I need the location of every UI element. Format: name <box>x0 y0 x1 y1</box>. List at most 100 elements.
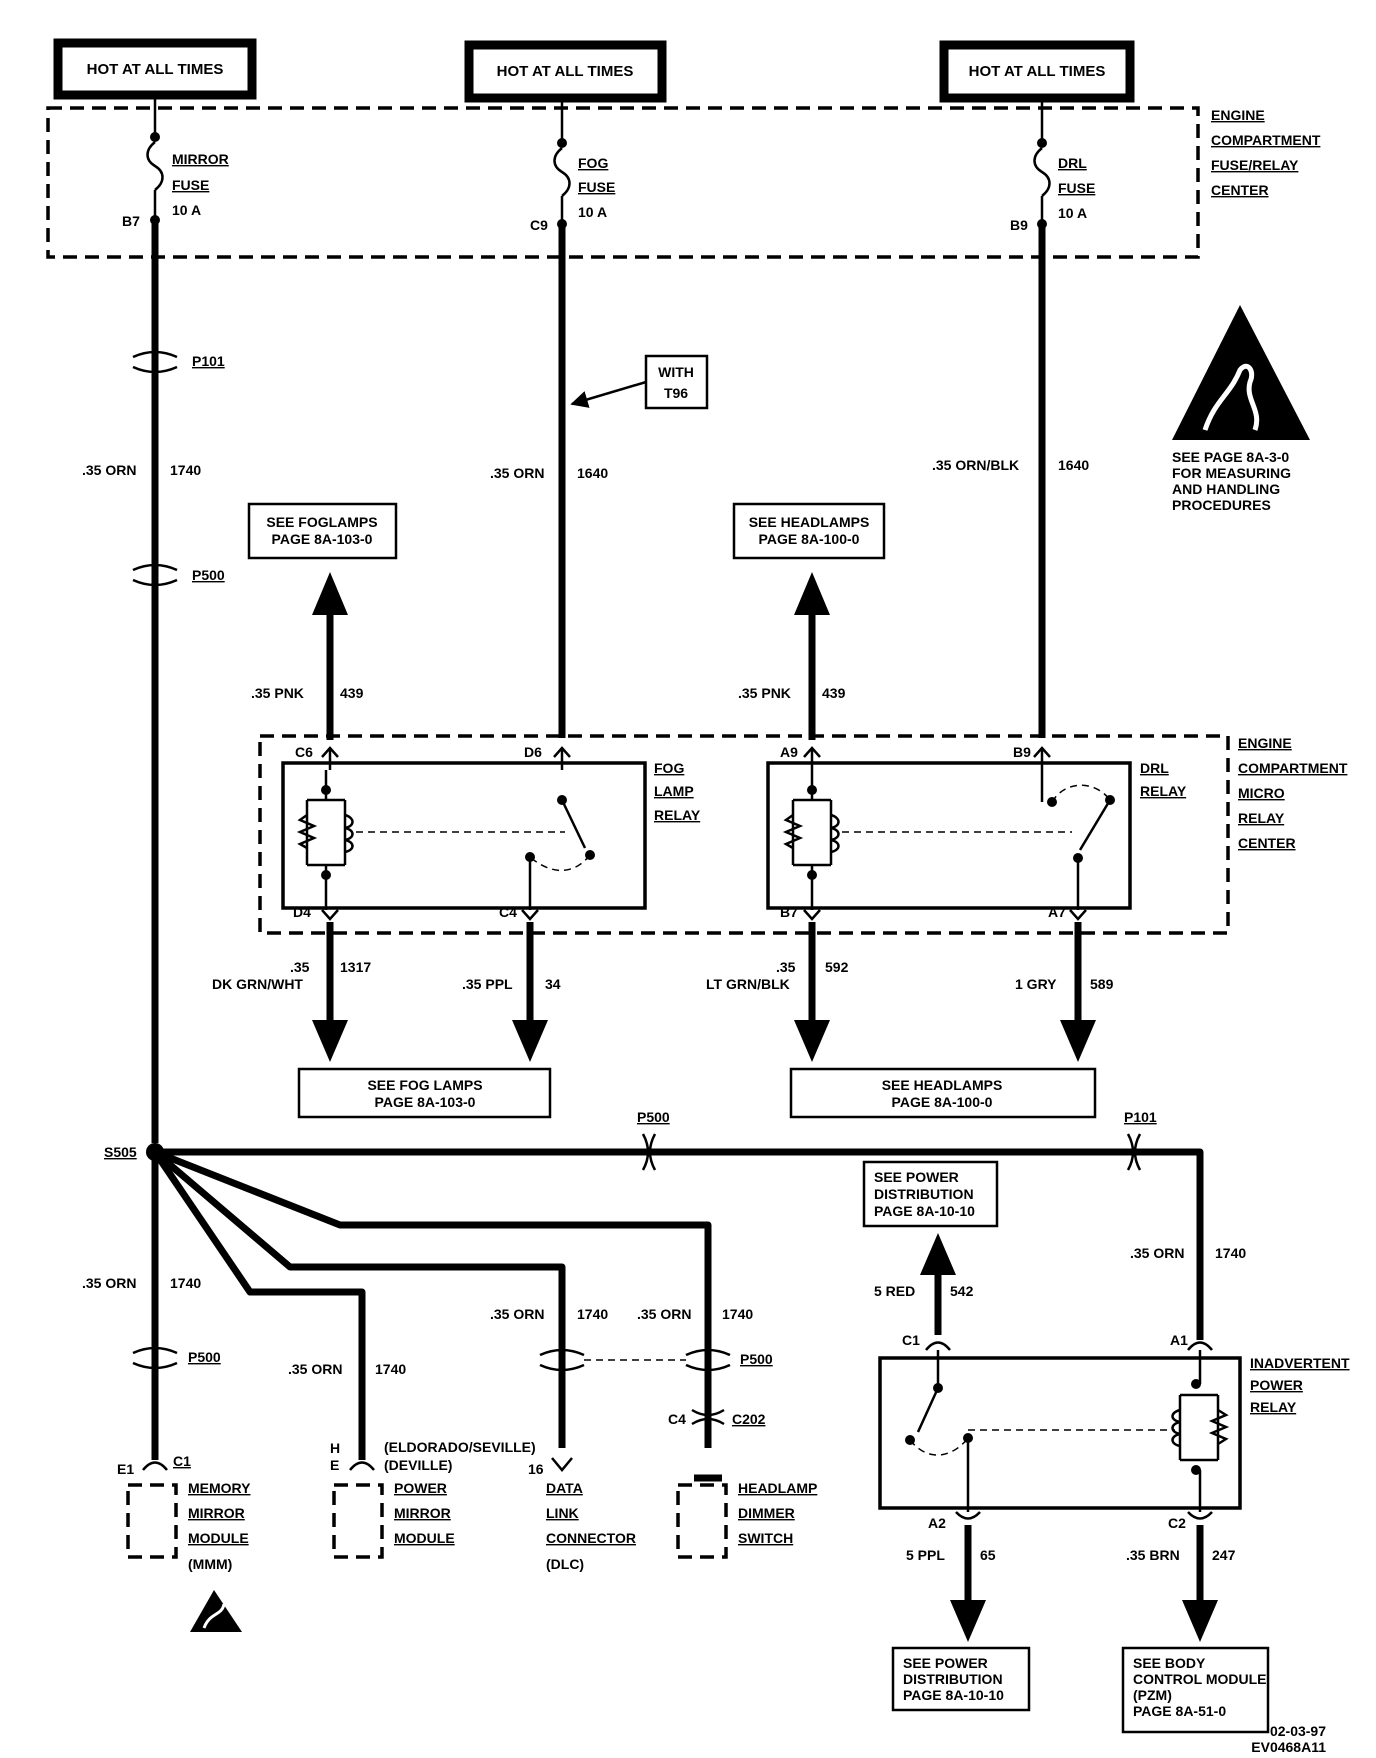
mirror-wire-gauge: .35 ORN <box>82 462 136 478</box>
fog-d4-circuit: 1317 <box>340 959 371 975</box>
fog-c4-gauge: .35 PPL <box>462 976 513 992</box>
fog-relay-pin-d4: D4 <box>293 904 311 920</box>
hot-box-3: HOT AT ALL TIMES <box>939 40 1135 103</box>
dlc-gauge: .35 ORN <box>490 1306 544 1322</box>
fuse-center-line-3: FUSE/RELAY <box>1211 157 1299 173</box>
fog-fuse-name: FOG <box>578 155 608 171</box>
inadvertent-power-relay: C1 A1 A2 C2 INADVERTENT POWER RELAY <box>878 1332 1350 1531</box>
mirror-fuse-cavity: B7 <box>122 213 140 229</box>
ref-headlamps-top-line-1: SEE HEADLAMPS <box>749 514 870 530</box>
ref-power-dist-down: SEE POWER DISTRIBUTION PAGE 8A-10-10 <box>891 1646 1031 1712</box>
micro-relay-center-label: ENGINE COMPARTMENT MICRO RELAY CENTER <box>1238 735 1348 851</box>
hot-label-3: HOT AT ALL TIMES <box>969 63 1106 80</box>
fog-relay-pin-c6: C6 <box>295 744 313 760</box>
footer: 02-03-97 EV0468A11 <box>1251 1723 1326 1755</box>
hds-name-2: DIMMER <box>738 1505 795 1521</box>
ref-foglamps-top: SEE FOGLAMPS PAGE 8A-103-0 <box>247 502 398 560</box>
ref-bcm-line-1: SEE BODY <box>1133 1655 1206 1671</box>
drl-a7-circuit: 589 <box>1090 976 1114 992</box>
ref-power-dist-down-line-3: PAGE 8A-10-10 <box>903 1687 1004 1703</box>
drl-relay-pin-b9: B9 <box>1013 744 1031 760</box>
pmm-name-3: MODULE <box>394 1530 455 1546</box>
mmm-name-3: MODULE <box>188 1530 249 1546</box>
fog-relay-pin-c4: C4 <box>499 904 517 920</box>
data-link-connector: 16 DATA LINK CONNECTOR (DLC) <box>528 1457 636 1572</box>
drl-fuse-word: FUSE <box>1058 180 1095 196</box>
p500-label-dlc-hds: P500 <box>740 1351 773 1367</box>
memory-mirror-module: E1 C1 MEMORY MIRROR MODULE (MMM) <box>117 1453 251 1572</box>
drl-relay-pin-a7: A7 <box>1048 904 1066 920</box>
drl-relay-pin-a9: A9 <box>780 744 798 760</box>
p500-connector-mmm: P500 <box>132 1346 221 1370</box>
ipr-pin-c1: C1 <box>902 1332 920 1348</box>
ref-power-dist-up-line-2: DISTRIBUTION <box>874 1186 974 1202</box>
esd-warning-icon-small <box>190 1590 242 1632</box>
ipr-a2-arrow: 5 PPL 65 <box>906 1525 996 1642</box>
ipr-name-1: INADVERTENT <box>1250 1355 1350 1371</box>
ref-foglamps-bot: SEE FOG LAMPS PAGE 8A-103-0 <box>297 1067 552 1119</box>
drl-b7-gauge-bot: LT GRN/BLK <box>706 976 790 992</box>
pmm-variant-1: (ELDORADO/SEVILLE) <box>384 1439 536 1455</box>
with-t96-line-1: WITH <box>658 364 694 380</box>
drl-feed-circuit: 1640 <box>1058 457 1089 473</box>
dlc-pin: 16 <box>528 1461 544 1477</box>
mmm-abbr: (MMM) <box>188 1556 232 1572</box>
hot-label-2: HOT AT ALL TIMES <box>497 63 634 80</box>
fuse-center-line-4: CENTER <box>1211 182 1269 198</box>
pmm-pin-h: H <box>330 1440 340 1456</box>
mmm-pin-c1: C1 <box>173 1453 191 1469</box>
pmm-pin-e: E <box>330 1457 339 1473</box>
esd-note-line-2: FOR MEASURING <box>1172 465 1291 481</box>
micro-center-line-5: CENTER <box>1238 835 1296 851</box>
ipr-c2-circuit: 247 <box>1212 1547 1236 1563</box>
fuse-center-line-2: COMPARTMENT <box>1211 132 1321 148</box>
mirror-fuse-rating: 10 A <box>172 202 201 218</box>
with-t96-note: WITH T96 <box>570 354 709 410</box>
ref-power-dist-up: SEE POWER DISTRIBUTION PAGE 8A-10-10 <box>862 1160 999 1228</box>
fog-out-gauge: .35 PNK <box>251 685 304 701</box>
dlc-name-1: DATA <box>546 1480 583 1496</box>
c202-pin-label: C4 <box>668 1411 686 1427</box>
hds-gauge: .35 ORN <box>637 1306 691 1322</box>
drl-relay-name-2: RELAY <box>1140 783 1187 799</box>
drl-fuse-cavity: B9 <box>1010 217 1028 233</box>
micro-center-line-1: ENGINE <box>1238 735 1292 751</box>
drl-fuse-rating: 10 A <box>1058 205 1087 221</box>
micro-center-line-4: RELAY <box>1238 810 1285 826</box>
footer-date: 02-03-97 <box>1270 1723 1326 1739</box>
fog-fuse-cavity: C9 <box>530 217 548 233</box>
pmm-circuit: 1740 <box>375 1361 406 1377</box>
ipr-c2-arrow: .35 BRN 247 <box>1126 1525 1236 1642</box>
dlc-abbr: (DLC) <box>546 1556 584 1572</box>
micro-center-line-2: COMPARTMENT <box>1238 760 1348 776</box>
head-out-circuit: 439 <box>822 685 846 701</box>
fog-fuse-rating: 10 A <box>578 204 607 220</box>
pmm-name-2: MIRROR <box>394 1505 451 1521</box>
mmm-circuit: 1740 <box>170 1275 201 1291</box>
mirror-wire-circuit: 1740 <box>170 462 201 478</box>
p500-connector-top: P500 <box>132 563 225 587</box>
ipr-pin-a2: A2 <box>928 1515 946 1531</box>
drl-relay-name-1: DRL <box>1140 760 1169 776</box>
p101-connector-top: P101 <box>132 350 225 374</box>
p500-connector-dlc-hds: P500 <box>539 1348 773 1372</box>
ref-bcm: SEE BODY CONTROL MODULE (PZM) PAGE 8A-51… <box>1121 1646 1270 1734</box>
mirror-fuse-name: MIRROR <box>172 151 229 167</box>
fog-relay-pin-d6: D6 <box>524 744 542 760</box>
p500-connector-horizontal: P500 <box>637 1109 670 1171</box>
ref-headlamps-bot-line-2: PAGE 8A-100-0 <box>892 1094 993 1110</box>
p500-label-mmm: P500 <box>188 1349 221 1365</box>
drl-a7-arrow: 1 GRY 589 <box>1015 922 1114 1062</box>
drl-feed-gauge: .35 ORN/BLK <box>932 457 1019 473</box>
drl-fuse: DRL FUSE 10 A B9 <box>1010 98 1095 233</box>
esd-note-line-4: PROCEDURES <box>1172 497 1271 513</box>
ipr-c2-gauge: .35 BRN <box>1126 1547 1180 1563</box>
mmm-gauge: .35 ORN <box>82 1275 136 1291</box>
hot-label-1: HOT AT ALL TIMES <box>87 61 224 78</box>
fog-fuse: FOG FUSE 10 A C9 <box>530 98 615 233</box>
ipr-feed-wire <box>155 1148 1204 1340</box>
drl-a7-gauge: 1 GRY <box>1015 976 1057 992</box>
with-t96-line-2: T96 <box>664 385 688 401</box>
hot-box-2: HOT AT ALL TIMES <box>464 40 667 103</box>
